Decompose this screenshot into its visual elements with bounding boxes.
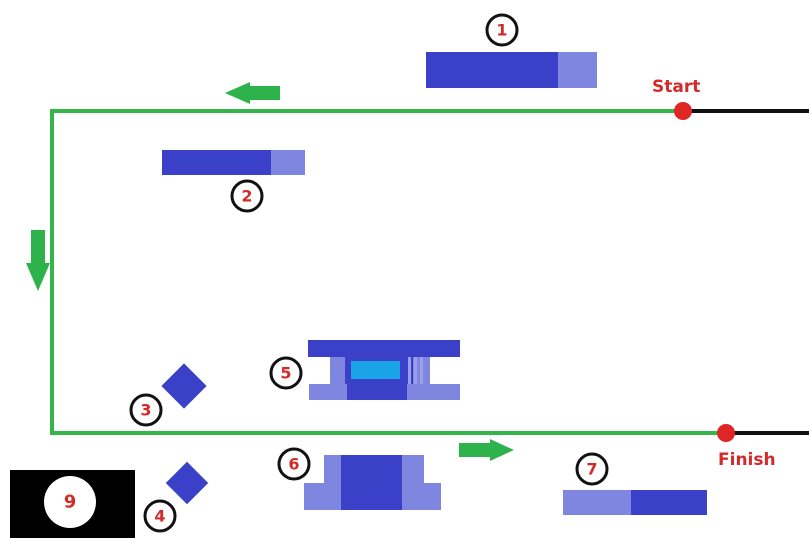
number-4: 4 (154, 507, 165, 526)
number-3: 3 (140, 401, 151, 420)
block-5-screen (351, 361, 400, 379)
block-4 (165, 461, 209, 505)
block-1 (426, 52, 597, 88)
arrow-right-icon (459, 439, 514, 461)
block-3 (161, 363, 207, 409)
finish-marker (717, 424, 735, 442)
label-4: 4 (143, 499, 177, 533)
label-6: 6 (277, 447, 311, 481)
label-7: 7 (575, 452, 609, 486)
block-5 (308, 340, 460, 400)
label-1: 1 (485, 13, 519, 47)
number-7: 7 (586, 460, 597, 479)
arrow-down-icon (26, 230, 50, 291)
label-3: 3 (129, 393, 163, 427)
label-5: 5 (269, 356, 303, 390)
number-6: 6 (288, 455, 299, 474)
number-9: 9 (64, 492, 77, 513)
block-2 (162, 150, 305, 175)
number-1: 1 (496, 21, 507, 40)
block-7 (563, 490, 707, 515)
route-path (50, 109, 726, 435)
block-6 (304, 455, 441, 510)
number-2: 2 (241, 187, 252, 206)
start-marker (674, 102, 692, 120)
finish-label: Finish (718, 450, 776, 470)
start-label: Start (652, 77, 700, 97)
number-5: 5 (280, 364, 291, 383)
badge-9: 9 (10, 470, 135, 538)
arrow-left-icon (225, 82, 280, 104)
label-2: 2 (230, 179, 264, 213)
